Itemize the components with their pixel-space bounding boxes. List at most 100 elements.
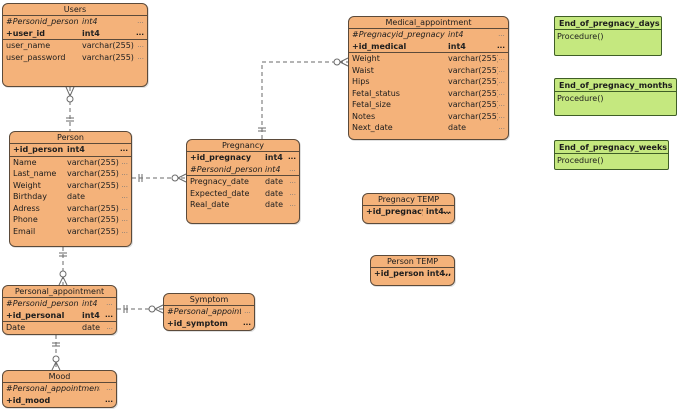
entity-symptom[interactable]: Symptom#Personal_appointme......+id_symp… [163, 293, 255, 331]
link-pregnancy-medical-circle [333, 58, 341, 66]
field-type: varchar(255) [67, 215, 119, 224]
section-divider [10, 155, 131, 157]
field-name: user_name [6, 41, 51, 50]
entity-mood[interactable]: Mood#Personal_appointmentid_p......+id_m… [2, 370, 117, 408]
link-pregnancy-medical [261, 61, 348, 139]
overflow-indicator: ... [498, 30, 505, 38]
field-name: Weight [352, 54, 380, 63]
overflow-indicator: ... [243, 318, 251, 327]
field-type: varchar(255) [82, 52, 134, 62]
section-divider [3, 321, 116, 322]
overflow-indicator: ... [443, 269, 451, 277]
overflow-indicator: ... [121, 215, 128, 223]
link-personal-symptom-circle [148, 305, 156, 313]
overflow-indicator: ... [136, 28, 144, 37]
field-type: date [265, 177, 284, 186]
overflow-indicator: ... [288, 153, 296, 161]
link-person-pregnancy-crow-bottom [177, 177, 187, 183]
field-name: +id_symptom [167, 318, 228, 328]
field-name: +id_personal [6, 310, 65, 320]
field-type: varchar(255) [67, 157, 119, 167]
overflow-indicator: ... [121, 192, 128, 200]
overflow-indicator: ... [498, 123, 505, 131]
field-name: Last_name [13, 169, 57, 178]
overflow-indicator: ... [106, 384, 113, 392]
overflow-indicator: ... [498, 111, 505, 120]
overflow-indicator: ... [497, 41, 505, 50]
overflow-indicator: ... [106, 323, 113, 331]
overflow-indicator: ... [120, 145, 128, 153]
procedure-end-of-pregnacy-weeks[interactable]: End_of_pregnacy_weeks Procedure() [554, 140, 669, 170]
procedure-title: End_of_pregnacy_weeks [555, 141, 668, 154]
procedure-end-of-pregnacy-days[interactable]: End_of_pregnacy_days Procedure() [554, 16, 662, 56]
field-name: Phone [13, 215, 38, 224]
field-type: varchar(255) [448, 65, 498, 75]
section-divider [3, 39, 147, 40]
primary-key-row[interactable]: +id_mood... [3, 395, 116, 407]
entity-title: Medical_appointment [349, 17, 508, 29]
overflow-indicator: ... [106, 299, 113, 307]
field-name: Next_date [352, 123, 393, 132]
field-type: int4... [426, 207, 451, 216]
overflow-indicator: ... [121, 203, 128, 212]
foreign-key-row[interactable]: #Personal_appointme...... [164, 306, 254, 318]
field-name: Notes [352, 111, 376, 121]
link-pregnancy-medical-crow-top [339, 57, 349, 63]
overflow-indicator: ... [289, 164, 296, 173]
entity-title: Pregnancy [187, 140, 299, 152]
field-type: int4 [265, 153, 283, 162]
entity-title: Person TEMP [371, 256, 454, 268]
field-type: int4 [265, 164, 281, 174]
link-personal-symptom-crow-bottom [154, 308, 164, 314]
overflow-indicator: ... [498, 65, 505, 74]
overflow-indicator: ... [137, 17, 144, 25]
procedure-end-of-pregnacy-months[interactable]: End_of_pregnacy_months Procedure() [554, 78, 677, 116]
attribute-row[interactable]: Phone varchar(255)... [10, 214, 131, 226]
link-personal-symptom-crow-top [154, 304, 164, 310]
overflow-indicator: ... [137, 41, 144, 49]
link-person-pregnancy-crow-top [177, 173, 187, 179]
field-name: Email [13, 226, 36, 236]
foreign-key-row[interactable]: #Personal_appointmentid_p...... [3, 383, 116, 395]
field-type: varchar(255) [67, 226, 119, 236]
primary-key-row[interactable]: +id_symptom... [164, 318, 254, 330]
